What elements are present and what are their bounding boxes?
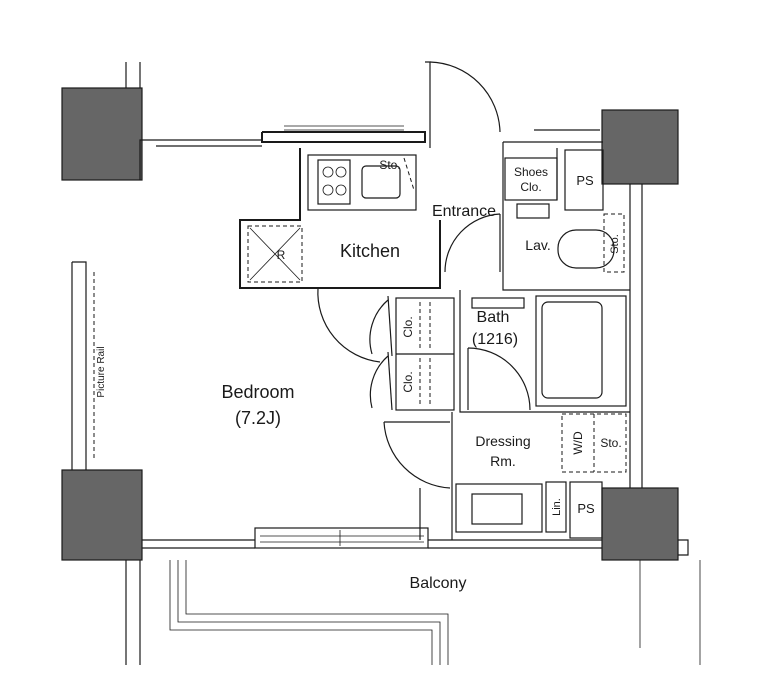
room-label-entrance: Entrance [432,203,496,220]
room-size-bath: (1216) [472,331,518,348]
label-clo-lower: Clo. [401,371,415,392]
column-bottom-right [601,487,679,561]
column-top-left [61,87,143,181]
dressing-area [383,412,627,540]
door-swing-lav [444,213,501,273]
room-label-balcony: Balcony [410,575,467,592]
label-picture-rail: Picture Rail [96,346,107,397]
ps-shaft-top [564,149,604,211]
room-label-bath: Bath [477,309,510,326]
bath-area [459,290,630,413]
label-sto-lav: Sto. [609,234,621,254]
label-wd: W/D [571,431,585,455]
label-shoes-clo: Clo. [520,180,541,194]
column-bottom-left [61,469,143,561]
outer-walls [71,61,689,665]
balcony-window [254,527,429,549]
label-sto-dressing: Sto. [600,436,621,450]
entrance-area [429,61,630,291]
room-label-dressing-rm: Rm. [490,453,516,469]
label-clo-upper: Clo. [401,316,415,337]
label-lin: Lin. [551,498,563,516]
room-label-lav: Lav. [525,237,550,253]
linen-closet [545,481,567,533]
room-label-kitchen: Kitchen [340,241,400,261]
door-swing-bedroom [317,287,381,363]
ps-shaft-bottom [569,481,603,539]
toilet [557,229,615,269]
column-top-right [601,109,679,185]
label-refrigerator: R [277,248,286,262]
balcony-rails [169,560,701,665]
label-shoes: Shoes [514,165,548,179]
label-ps-bottom: PS [577,501,595,516]
sink [361,165,401,199]
kitchen-area [239,148,441,289]
room-label-dressing: Dressing [475,433,530,449]
refrigerator-space [247,225,303,283]
label-ps-top: PS [576,173,594,188]
vanity [455,483,543,533]
door-swing-entrance [429,61,501,133]
stove [317,159,351,205]
bathtub [535,295,627,407]
room-size-bedroom: (7.2J) [235,408,281,428]
closets [317,287,455,411]
room-label-bedroom: Bedroom [221,382,294,402]
label-sto-kitchen: Sto. [379,158,400,172]
